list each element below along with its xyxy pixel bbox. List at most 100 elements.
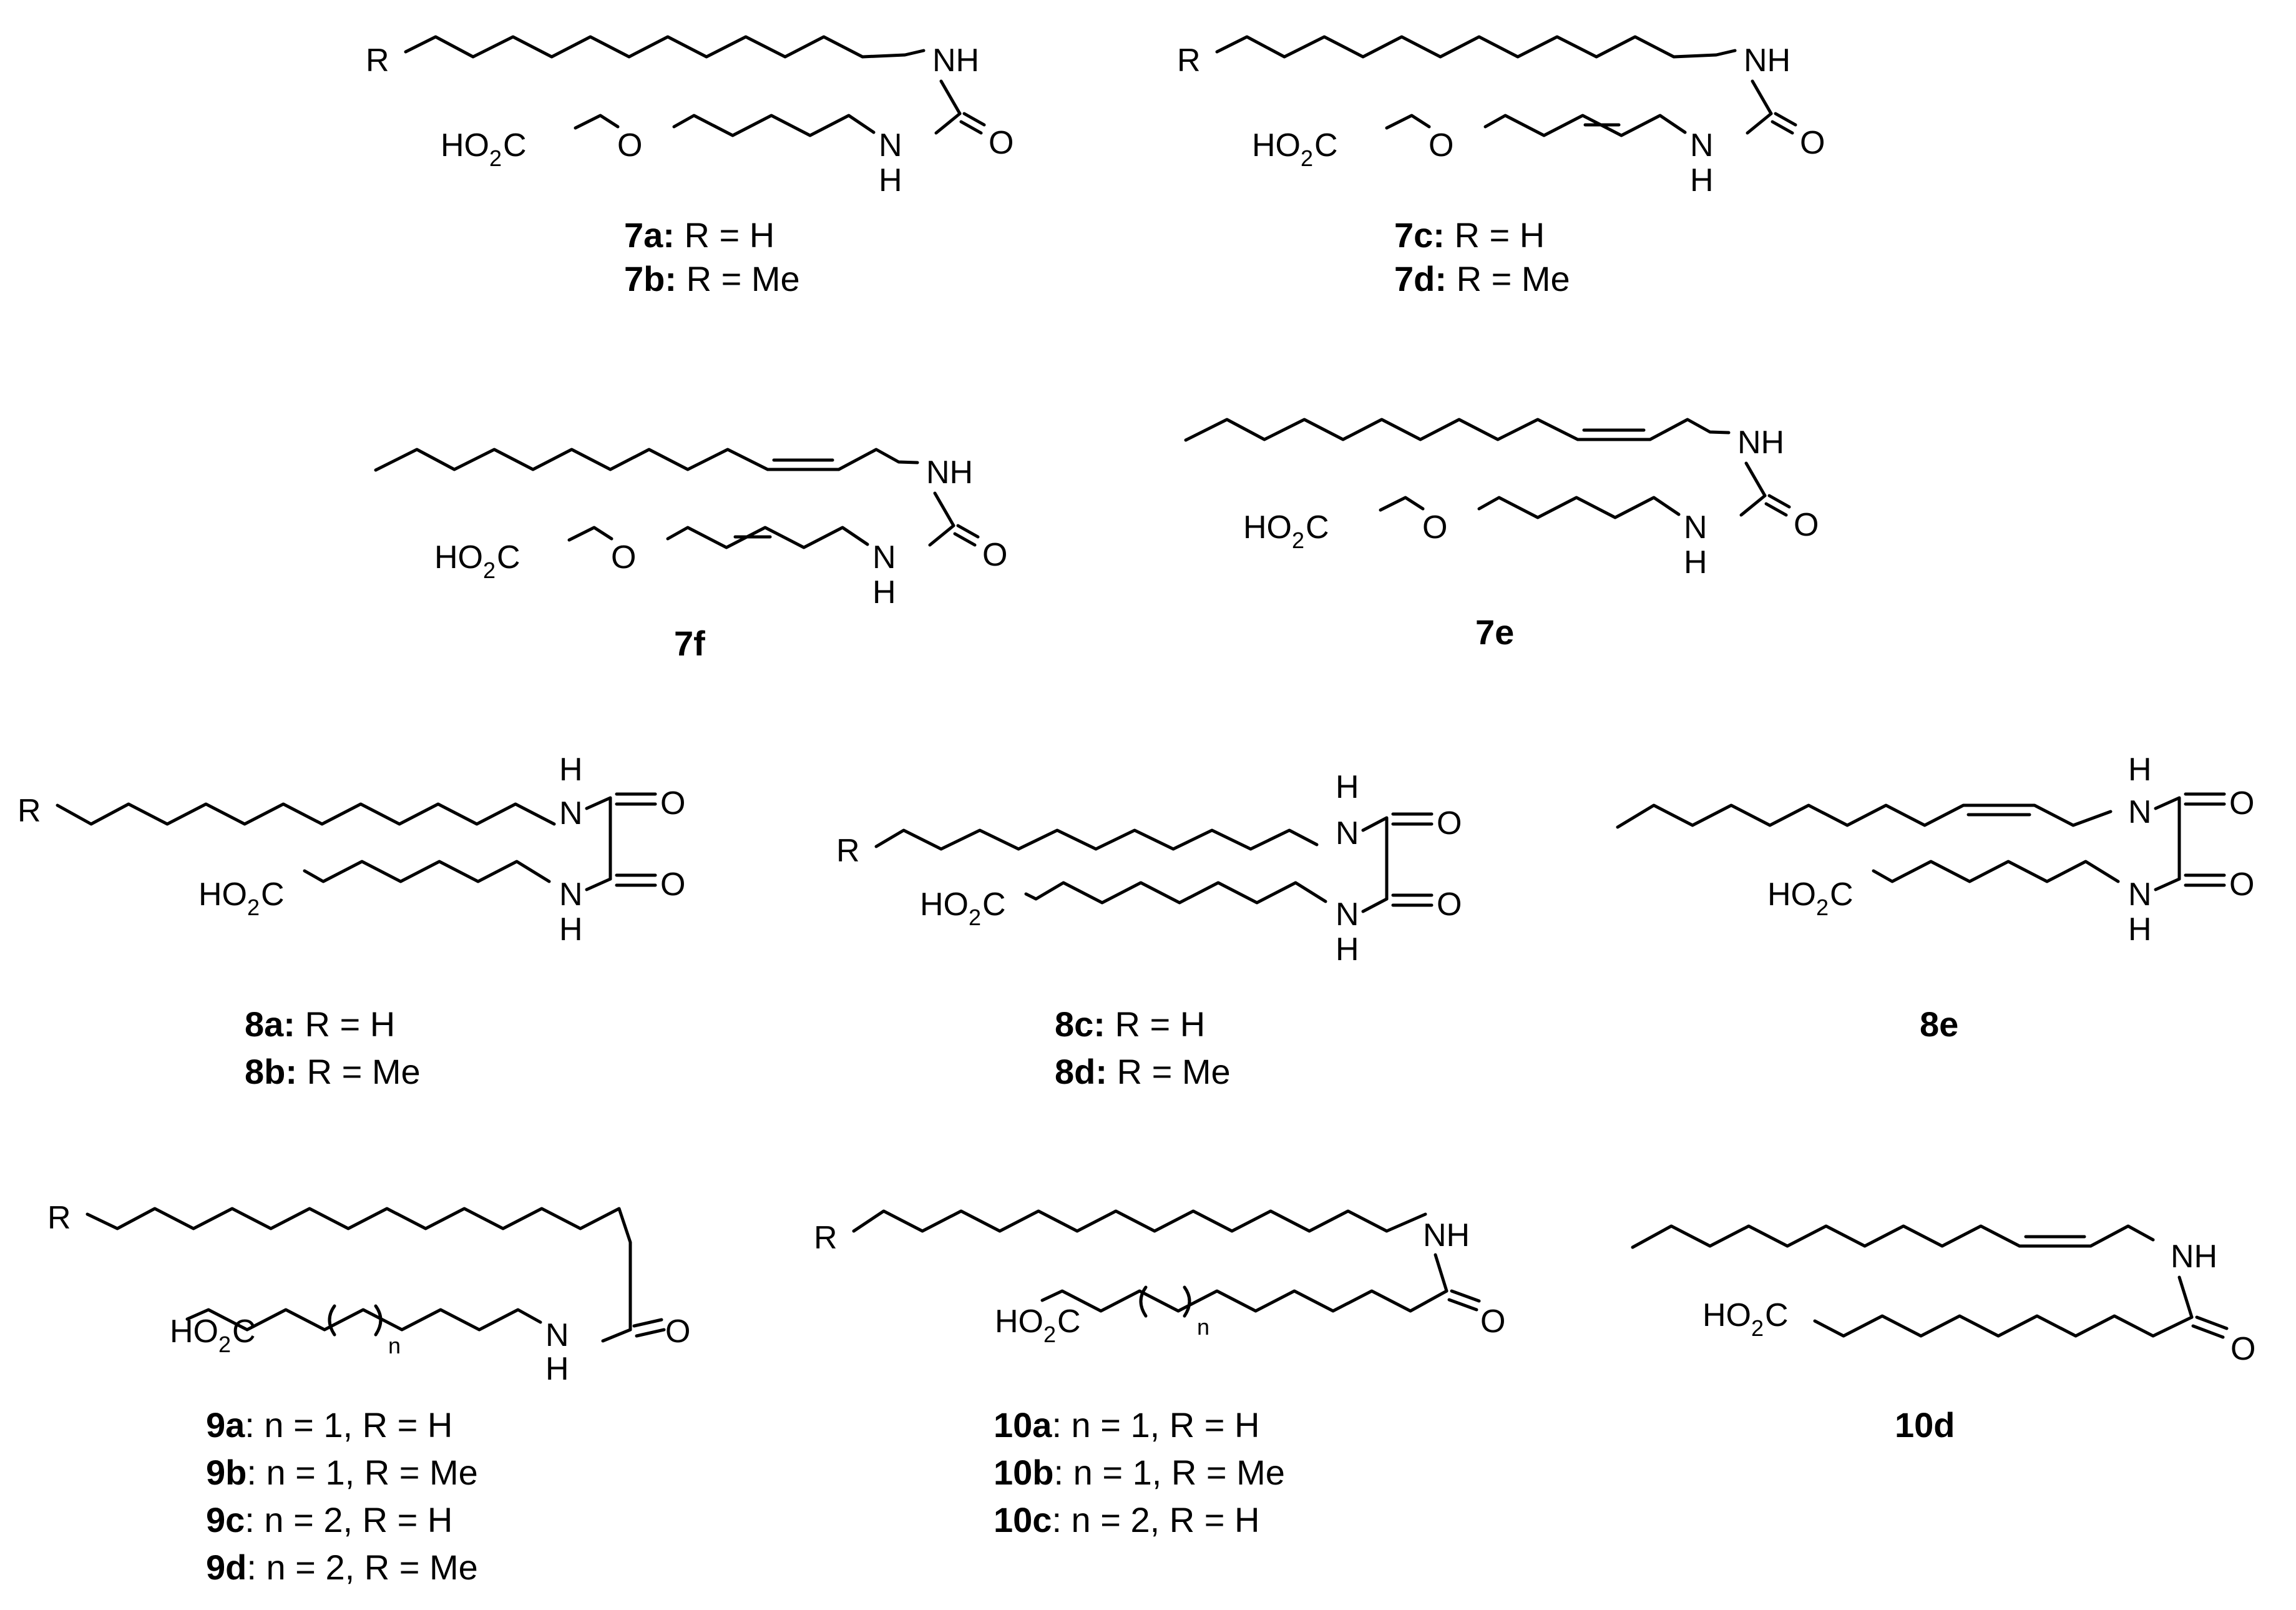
atom-n: N xyxy=(1684,509,1707,546)
structure-8e: N H O O N H HO 2 C xyxy=(1616,752,2254,948)
caption-10c: 10c: n = 2, R = H xyxy=(994,1500,1259,1539)
atom-r: R xyxy=(47,1200,71,1236)
atom-n: N xyxy=(1336,896,1359,933)
atom-nh: NH xyxy=(926,454,973,491)
atom-h: H xyxy=(872,574,896,611)
caption-8d: 8d: R = Me xyxy=(1055,1052,1231,1091)
atom-r: R xyxy=(1177,42,1201,79)
atom-c: C xyxy=(982,886,1006,923)
atom-ho: HO xyxy=(920,886,969,923)
caption-8a: 8a: R = H xyxy=(245,1004,395,1044)
atom-n: N xyxy=(2128,794,2152,830)
atom-o: O xyxy=(1429,127,1453,164)
atom-o: O xyxy=(1800,125,1825,161)
atom-nh: N xyxy=(559,876,583,913)
atom-subscript-2: 2 xyxy=(1292,528,1304,553)
atom-subscript-2: 2 xyxy=(1816,895,1829,920)
caption-8e: 8e xyxy=(1920,1004,1958,1044)
caption-10d: 10d xyxy=(1895,1405,1955,1445)
atom-subscript-n: n xyxy=(388,1333,401,1358)
structure-10d: NH O HO 2 C xyxy=(1631,1224,2255,1367)
atom-r: R xyxy=(814,1220,838,1256)
atom-subscript-2: 2 xyxy=(483,557,496,583)
caption-7e: 7e xyxy=(1475,612,1514,652)
atom-h: H xyxy=(879,162,902,199)
atom-ho: HO xyxy=(1243,509,1292,546)
atom-ho: HO xyxy=(1252,127,1301,164)
atom-o: O xyxy=(660,785,685,822)
caption-7a-7b: 7a: R = H 7b: R = Me xyxy=(624,215,800,298)
atom-h: H xyxy=(1336,769,1359,805)
atom-o: O xyxy=(611,539,636,576)
caption-7a: 7a: R = H xyxy=(624,215,774,255)
atom-h: H xyxy=(2128,911,2152,948)
caption-9c: 9c: n = 2, R = H xyxy=(206,1500,452,1539)
atom-ho: HO xyxy=(170,1313,218,1350)
atom-h: H xyxy=(545,1351,569,1387)
atom-o: O xyxy=(1480,1303,1505,1340)
atom-subscript-2: 2 xyxy=(969,905,981,930)
atom-nh: NH xyxy=(1423,1217,1470,1254)
structure-10a-10c: R NH O n HO 2 C xyxy=(814,1209,1505,1347)
atom-subscript-2: 2 xyxy=(218,1332,231,1357)
atom-ho: HO xyxy=(995,1303,1043,1340)
atom-o: O xyxy=(660,866,685,903)
caption-7f: 7f xyxy=(674,624,705,663)
atom-n: N xyxy=(1690,127,1714,164)
atom-o: O xyxy=(1437,886,1462,923)
caption-8a-8b: 8a: R = H 8b: R = Me xyxy=(245,1004,421,1091)
caption-10b: 10b: n = 1, R = Me xyxy=(994,1453,1285,1492)
atom-subscript-2: 2 xyxy=(247,895,260,920)
caption-8c-8d: 8c: R = H 8d: R = Me xyxy=(1055,1004,1231,1091)
atom-ho: HO xyxy=(1702,1297,1751,1333)
structure-7a-7b: R NH O N H O HO 2 C xyxy=(366,35,1014,199)
atom-nh: NH xyxy=(1737,425,1784,461)
atom-o: O xyxy=(1794,507,1819,543)
caption-9b: 9b: n = 1, R = Me xyxy=(206,1453,478,1492)
atom-subscript-2: 2 xyxy=(1301,145,1313,171)
atom-ho: HO xyxy=(434,539,483,576)
atom-c: C xyxy=(1306,509,1329,546)
atom-r: R xyxy=(17,793,41,829)
atom-c: C xyxy=(261,876,285,913)
caption-9a: 9a: n = 1, R = H xyxy=(206,1405,452,1445)
atom-h: H xyxy=(559,752,583,788)
atom-o: O xyxy=(989,125,1014,161)
atom-n: N xyxy=(2128,876,2152,913)
atom-c: C xyxy=(497,539,520,576)
caption-7d: 7d: R = Me xyxy=(1394,259,1570,298)
atom-r: R xyxy=(836,833,860,869)
atom-h: H xyxy=(1684,544,1707,581)
atom-n: N xyxy=(545,1317,569,1353)
structure-8c-8d: R N H O O N H HO 2 C xyxy=(836,769,1462,968)
atom-o: O xyxy=(982,537,1007,573)
caption-8b: 8b: R = Me xyxy=(245,1052,421,1091)
atom-o: O xyxy=(665,1313,690,1350)
atom-o: O xyxy=(1437,805,1462,842)
caption-7c-7d: 7c: R = H 7d: R = Me xyxy=(1394,215,1570,298)
structure-7c-7d: R NH O N H O HO 2 C xyxy=(1177,35,1825,199)
atom-o: O xyxy=(1422,509,1447,546)
atom-subscript-2: 2 xyxy=(1043,1322,1056,1347)
atom-o: O xyxy=(2230,1331,2255,1367)
atom-o: O xyxy=(2229,785,2254,822)
atom-n: N xyxy=(559,795,583,832)
caption-8c: 8c: R = H xyxy=(1055,1004,1205,1044)
caption-7c: 7c: R = H xyxy=(1394,215,1545,255)
atom-n: N xyxy=(1336,815,1359,852)
atom-n: N xyxy=(872,539,896,576)
caption-9: 9a: n = 1, R = H 9b: n = 1, R = Me 9c: n… xyxy=(206,1405,478,1587)
atom-h: H xyxy=(559,911,583,948)
structure-7e: NH O N H O HO 2 C xyxy=(1184,418,1819,581)
atom-c: C xyxy=(232,1313,256,1350)
atom-ho: HO xyxy=(441,127,489,164)
atom-c: C xyxy=(503,127,527,164)
atom-c: C xyxy=(1314,127,1338,164)
atom-c: C xyxy=(1057,1303,1081,1340)
atom-nh: NH xyxy=(1744,42,1790,79)
atom-subscript-2: 2 xyxy=(489,145,502,171)
atom-h: H xyxy=(1690,162,1714,199)
atom-ho: HO xyxy=(198,876,247,913)
